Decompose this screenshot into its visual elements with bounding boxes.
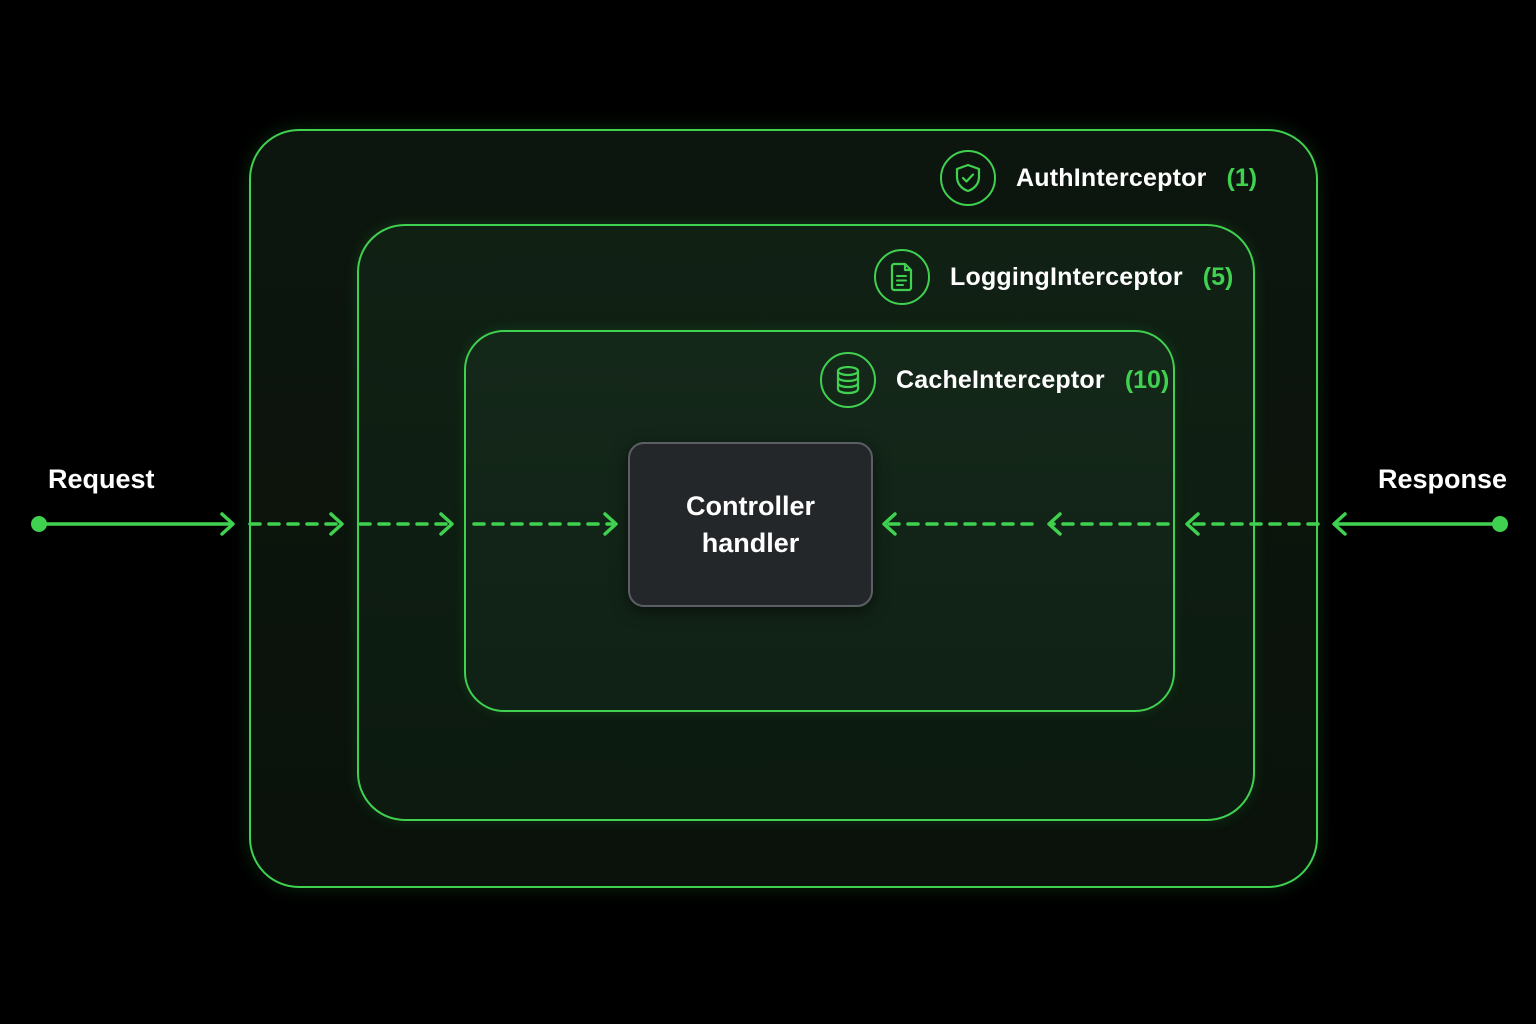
auth-interceptor-name: AuthInterceptor xyxy=(1016,163,1207,192)
database-icon xyxy=(820,352,876,408)
response-start-dot xyxy=(1492,516,1508,532)
request-arrowhead-1 xyxy=(220,512,235,536)
response-label: Response xyxy=(1378,464,1508,494)
document-icon xyxy=(874,249,930,305)
controller-handler-label: Controller handler xyxy=(685,490,815,558)
shield-check-icon xyxy=(940,150,996,206)
response-arrowhead-1 xyxy=(1332,512,1347,536)
request-start-dot xyxy=(31,516,47,532)
controller-handler-box: Controller handler xyxy=(628,442,873,607)
request-label: Request xyxy=(48,464,155,494)
auth-interceptor-order: (1) xyxy=(1226,163,1258,192)
auth-interceptor-label: AuthInterceptor (1) xyxy=(940,146,1257,210)
cache-interceptor-label: CacheInterceptor (10) xyxy=(820,348,1169,412)
cache-interceptor-name: CacheInterceptor xyxy=(896,365,1105,394)
logging-interceptor-order: (5) xyxy=(1202,262,1234,291)
logging-interceptor-label: LoggingInterceptor (5) xyxy=(874,245,1233,309)
cache-interceptor-order: (10) xyxy=(1124,365,1170,394)
logging-interceptor-name: LoggingInterceptor xyxy=(950,262,1183,291)
